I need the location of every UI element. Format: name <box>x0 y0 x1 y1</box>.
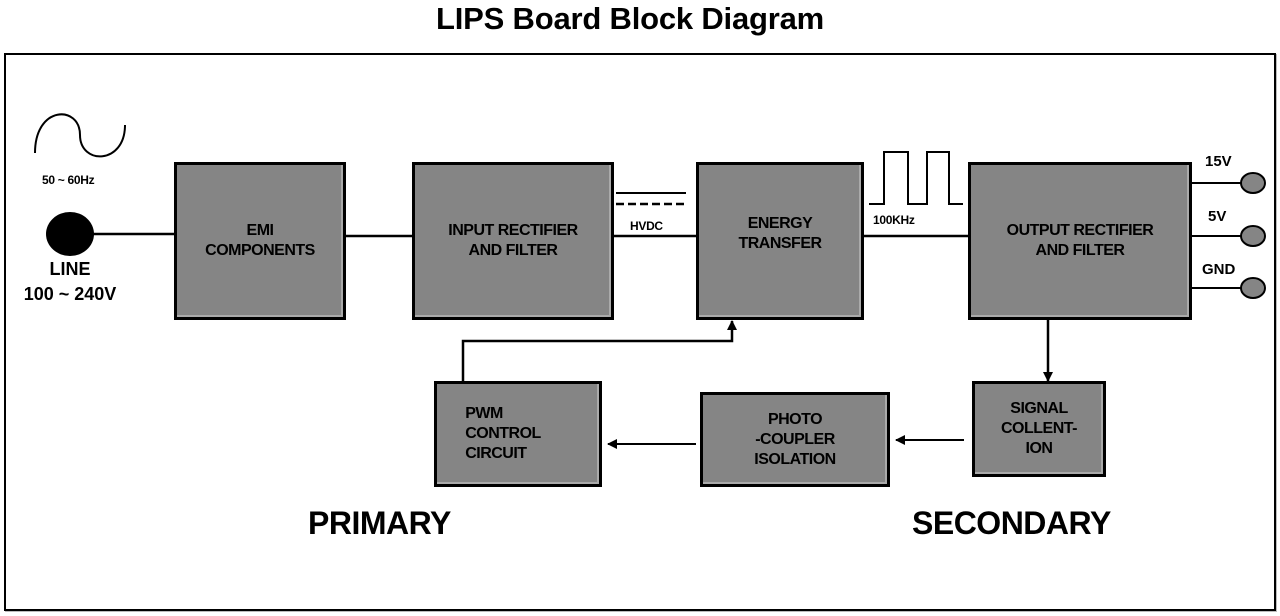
voltage-label: 100 ~ 240V <box>23 284 117 304</box>
block-signal-collection-label: SIGNAL COLLENT- ION <box>1001 400 1078 457</box>
block-input-rectifier-label: INPUT RECTIFIER AND FILTER <box>448 222 578 259</box>
sine-wave-icon <box>34 113 126 158</box>
block-emi-label: EMI COMPONENTS <box>205 222 315 259</box>
diagram-title: LIPS Board Block Diagram <box>436 1 824 36</box>
block-pwm-label: PWM CONTROL CIRCUIT <box>465 405 541 462</box>
terminal-15v-icon <box>1240 172 1266 194</box>
block-output-rectifier-label: OUTPUT RECTIFIER AND FILTER <box>1006 222 1154 259</box>
block-photocoupler-isolation: PHOTO -COUPLER ISOLATION <box>700 392 890 487</box>
block-signal-collection: SIGNAL COLLENT- ION <box>972 381 1106 477</box>
frequency-label: 50 ~ 60Hz <box>42 173 95 187</box>
terminal-5v-icon <box>1240 225 1266 247</box>
square-wave-icon <box>869 151 963 205</box>
hvdc-label: HVDC <box>630 219 663 233</box>
output-label-gnd: GND <box>1202 261 1236 278</box>
line-input-plug-icon <box>46 212 94 256</box>
primary-region-label: PRIMARY <box>308 505 451 541</box>
diagram-frame <box>4 53 1276 611</box>
block-emi-components: EMI COMPONENTS <box>174 162 346 320</box>
output-label-15v: 15V <box>1205 153 1232 170</box>
block-energy-transfer: ENERGY TRANSFER <box>696 162 864 320</box>
output-label-5v: 5V <box>1208 208 1227 225</box>
line-label: LINE <box>49 259 91 279</box>
block-output-rectifier: OUTPUT RECTIFIER AND FILTER <box>968 162 1192 320</box>
secondary-region-label: SECONDARY <box>912 505 1111 541</box>
frequency-100khz-label: 100KHz <box>873 213 915 227</box>
block-pwm-control: PWM CONTROL CIRCUIT <box>434 381 602 487</box>
arrow-pwm-to-energy <box>461 320 737 382</box>
terminal-gnd-icon <box>1240 277 1266 299</box>
block-photocoupler-label: PHOTO -COUPLER ISOLATION <box>754 410 836 468</box>
block-energy-transfer-label: ENERGY TRANSFER <box>738 215 822 252</box>
block-input-rectifier: INPUT RECTIFIER AND FILTER <box>412 162 614 320</box>
